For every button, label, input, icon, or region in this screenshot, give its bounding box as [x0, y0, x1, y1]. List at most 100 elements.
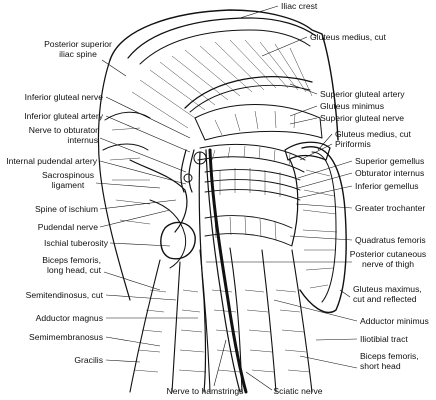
label-line: Pudendal nerve [38, 222, 98, 232]
label-line: Semimembranosus [29, 332, 103, 342]
label-inferior-gemellus: Inferior gemellus [355, 181, 419, 191]
leader-obturator-internus [297, 172, 353, 189]
leader-spine-of-ischium [99, 199, 177, 210]
label-line: Inferior gluteal nerve [25, 92, 104, 102]
label-line: Adductor minimus [360, 316, 429, 326]
leader-adductor-minimus [273, 299, 358, 322]
label-inferior-gluteal-nerve: Inferior gluteal nerve [25, 92, 104, 102]
leader-semimembranosus [105, 336, 161, 347]
leader-sciatic-nerve [245, 371, 273, 391]
gluteus-maximus-hatching [302, 169, 338, 289]
leader-iliac-crest [239, 5, 279, 19]
label-line: Inferior gemellus [355, 181, 419, 191]
leader-inferior-gemellus [297, 185, 353, 199]
label-gluteus-minimus: Gluteus minimus [320, 101, 384, 111]
label-line: Spine of ischium [35, 204, 98, 214]
leader-biceps-femoris-long-head [103, 271, 161, 291]
label-pudendal-nerve: Pudendal nerve [38, 222, 98, 232]
label-line: Gluteus medius, cut [310, 32, 387, 42]
label-inferior-gluteal-artery: Inferior gluteal artery [24, 111, 104, 121]
leader-nerve-to-obturator-internus [99, 137, 187, 173]
leader-superior-gluteal-artery [289, 83, 318, 95]
label-iliac-crest: Iliac crest [281, 1, 318, 11]
label-gluteus-medius-cut-top: Gluteus medius, cut [310, 32, 387, 42]
label-line: Nerve to hamstrings [167, 386, 244, 396]
label-biceps-femoris-long-head: Biceps femoris,long head, cut [42, 255, 101, 275]
sacral-hatching [109, 127, 151, 225]
leader-superior-gluteal-nerve [289, 117, 318, 125]
label-line: Quadratus femoris [355, 235, 426, 245]
leader-superior-gemellus [297, 160, 353, 179]
label-line: Posterior superior [44, 39, 112, 49]
label-line: Iliac crest [281, 1, 318, 11]
label-line: long head, cut [47, 265, 102, 275]
label-superior-gluteal-nerve: Superior gluteal nerve [320, 113, 404, 123]
leader-ischial-tuberosity [109, 242, 171, 247]
label-line: Superior gemellus [355, 156, 424, 166]
label-line: Biceps femoris, [42, 255, 101, 265]
leader-lines [95, 5, 358, 391]
leader-internal-pudendal-artery [99, 160, 187, 185]
leader-gracilis [105, 359, 141, 363]
label-line: Iliotibial tract [360, 334, 408, 344]
label-obturator-internus: Obturator internus [355, 168, 424, 178]
gemelli-hatching [219, 168, 281, 197]
label-adductor-magnus: Adductor magnus [36, 313, 103, 323]
label-line: Posterior cutaneous [350, 249, 426, 259]
label-line: internus [67, 135, 98, 145]
label-semimembranosus: Semimembranosus [29, 332, 103, 342]
label-line: Sacrospinous [42, 170, 94, 180]
label-line: Greater trochanter [355, 203, 425, 213]
label-line: iliac spine [59, 49, 97, 59]
quadratus-femoris-hatching [214, 216, 277, 241]
label-line: Biceps femoris, [360, 351, 419, 361]
leader-quadratus-femoris [289, 235, 353, 241]
label-biceps-femoris-short-head: Biceps femoris,short head [360, 351, 419, 371]
label-line: Adductor magnus [36, 313, 103, 323]
label-line: Nerve to obturator [29, 125, 98, 135]
label-line: Superior gluteal nerve [320, 113, 404, 123]
label-line: Gluteus minimus [320, 101, 384, 111]
label-line: Superior gluteal artery [320, 89, 405, 99]
label-superior-gemellus: Superior gemellus [355, 156, 424, 166]
label-internal-pudendal-artery: Internal pudendal artery [6, 156, 97, 166]
leader-gluteus-minimus [289, 105, 318, 117]
label-line: short head [360, 361, 401, 371]
label-line: nerve of thigh [362, 259, 414, 269]
anatomy-artwork [97, 9, 347, 394]
label-line: Semitendinosus, cut [26, 290, 104, 300]
leader-piriformis [299, 143, 333, 161]
label-line: Gracilis [74, 355, 103, 365]
label-piriformis: Piriformis [335, 139, 371, 149]
leader-greater-trochanter [295, 203, 353, 209]
gluteus-minimus-hatching [214, 110, 296, 136]
label-gluteus-medius-cut: Gluteus medius, cut [335, 129, 412, 139]
label-greater-trochanter: Greater trochanter [355, 203, 425, 213]
label-nerve-to-hamstrings: Nerve to hamstrings [167, 386, 244, 396]
label-line: Gluteus maximus, [353, 284, 422, 294]
leader-posterior-superior-iliac-spine [101, 59, 127, 77]
label-line: Sciatic nerve [273, 386, 322, 396]
label-spine-of-ischium: Spine of ischium [35, 204, 98, 214]
leader-pudendal-nerve [99, 209, 171, 228]
leader-inferior-gluteal-artery [105, 115, 191, 153]
label-gluteus-maximus-reflected: Gluteus maximus,cut and reflected [353, 284, 422, 304]
label-line: ligament [52, 180, 85, 190]
label-sciatic-nerve: Sciatic nerve [273, 386, 322, 396]
label-semitendinosus-cut: Semitendinosus, cut [26, 290, 104, 300]
label-line: Piriformis [335, 139, 371, 149]
label-line: Ischial tuberosity [44, 238, 109, 248]
leader-nerve-to-hamstrings [213, 339, 227, 387]
leader-sacrospinous-ligament [95, 182, 161, 189]
label-line: Internal pudendal artery [6, 156, 97, 166]
piriformis-hatching [211, 145, 291, 167]
label-line: Inferior gluteal artery [24, 111, 104, 121]
leader-iliotibial-tract [315, 338, 358, 341]
label-line: Gluteus medius, cut [335, 129, 412, 139]
